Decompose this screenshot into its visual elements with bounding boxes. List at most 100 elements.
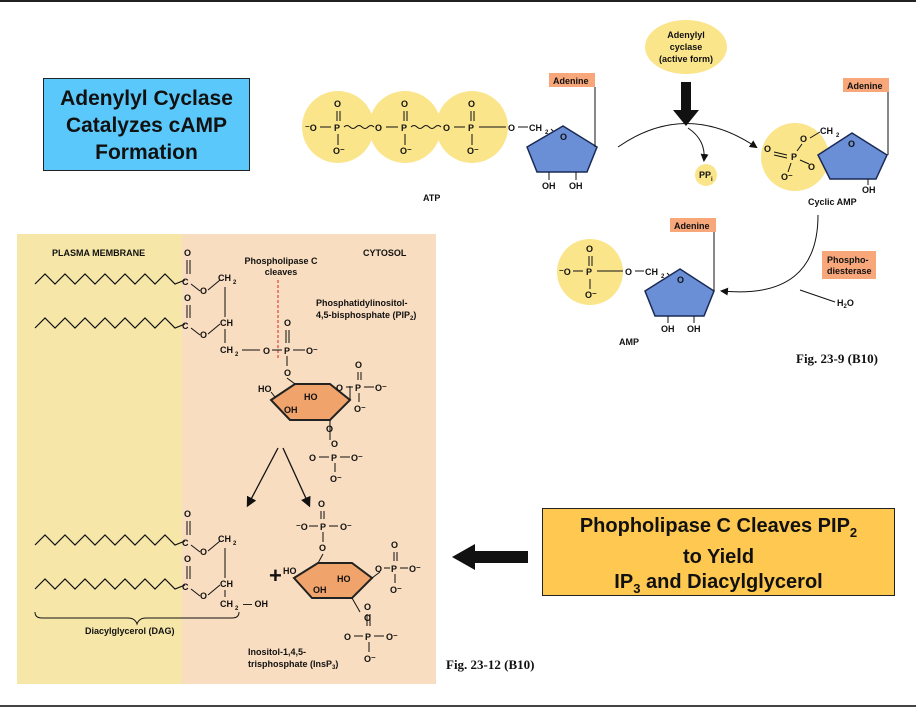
pip2-lipid: O C O CH 2 O C O CH CH 2 O P O⁻ O O <box>34 248 318 378</box>
svg-text:O: O <box>364 613 371 623</box>
svg-text:Adenine: Adenine <box>847 81 883 91</box>
svg-text:O: O <box>318 499 325 509</box>
amp-ribose <box>644 268 715 317</box>
svg-text:C: C <box>182 538 189 548</box>
svg-text:O: O <box>336 383 343 393</box>
svg-text:O: O <box>284 368 291 378</box>
water-label: H2O <box>837 298 854 310</box>
camp-ribose <box>817 132 888 180</box>
svg-text:(active form): (active form) <box>659 54 713 64</box>
svg-text:CH: CH <box>220 579 233 589</box>
svg-text:CH: CH <box>220 345 233 355</box>
svg-text:P: P <box>334 123 340 133</box>
reaction-arrow <box>617 123 758 149</box>
amp-phosphate <box>557 239 623 305</box>
svg-text:2: 2 <box>836 133 840 139</box>
svg-text:O⁻: O⁻ <box>340 522 352 532</box>
svg-text:O: O <box>184 554 191 564</box>
svg-text:O: O <box>443 123 450 133</box>
title-line-2: Catalyzes cAMP <box>65 114 228 137</box>
svg-text:2: 2 <box>545 130 549 136</box>
svg-text:O: O <box>800 134 807 144</box>
cyclic-amp-molecule: P O O⁻ O O CH 2 O OH Adenine Cyclic AMP <box>761 78 889 207</box>
svg-text:P: P <box>401 123 407 133</box>
svg-text:O⁻: O⁻ <box>400 146 412 156</box>
plc-title-line-3: IP3 and Diacylglycerol <box>614 571 823 596</box>
amp-label: AMP <box>619 337 639 347</box>
svg-text:CH: CH <box>218 534 231 544</box>
svg-text:⁻O: ⁻O <box>559 267 571 277</box>
svg-text:Adenine: Adenine <box>553 76 589 86</box>
svg-text:⁻O: ⁻O <box>296 522 308 532</box>
svg-text:HO: HO <box>283 566 297 576</box>
svg-text:CH: CH <box>218 273 231 283</box>
svg-text:O⁻: O⁻ <box>409 564 421 574</box>
plc-panel-membrane <box>17 234 182 684</box>
svg-text:C: C <box>182 321 189 331</box>
atp-molecule: P P P O O O O⁻ O⁻ O⁻ ⁻O O O O CH 2 O <box>302 73 598 203</box>
svg-text:CH: CH <box>529 123 542 133</box>
svg-text:P: P <box>365 632 371 642</box>
ppi-bubble <box>695 164 717 186</box>
phosphodiesterase-label <box>822 251 876 279</box>
svg-text:CH: CH <box>220 318 233 328</box>
svg-text:cyclase: cyclase <box>670 42 703 52</box>
svg-text:O: O <box>401 99 408 109</box>
svg-text:O: O <box>200 286 207 296</box>
cytosol-label: CYTOSOL <box>363 248 407 258</box>
svg-text:Adenine: Adenine <box>674 221 710 231</box>
svg-text:O: O <box>263 346 270 356</box>
pointer-arrow-left <box>452 544 528 570</box>
svg-text:O: O <box>468 99 475 109</box>
dag-label: Diacylglycerol (DAG) <box>85 626 175 636</box>
svg-text:O: O <box>334 99 341 109</box>
arrow-to-dag <box>246 447 279 508</box>
svg-text:O: O <box>355 360 362 370</box>
svg-text:2: 2 <box>233 280 237 286</box>
svg-text:Phospholipase C: Phospholipase C <box>244 256 318 266</box>
insp3-label: trisphosphate (InsP3) <box>248 659 338 671</box>
svg-text:O: O <box>309 453 316 463</box>
svg-text:O: O <box>375 123 382 133</box>
svg-text:O⁻: O⁻ <box>354 404 366 414</box>
svg-text:P: P <box>468 123 474 133</box>
adenylyl-cyclase-enzyme: Adenylyl cyclase (active form) <box>645 20 727 74</box>
atp-phosphate-alpha <box>436 91 508 163</box>
svg-text:O: O <box>508 123 515 133</box>
atp-adenine-label <box>549 73 595 87</box>
top-rule <box>0 0 916 2</box>
svg-text:O⁻: O⁻ <box>351 453 363 463</box>
svg-text:— OH: — OH <box>243 599 268 609</box>
svg-text:OH: OH <box>313 585 327 595</box>
svg-text:2: 2 <box>235 606 239 612</box>
svg-text:⁻O: ⁻O <box>305 123 317 133</box>
svg-text:C: C <box>182 582 189 592</box>
svg-text:P: P <box>284 346 290 356</box>
plasma-membrane-label: PLASMA MEMBRANE <box>52 248 145 258</box>
svg-text:O⁻: O⁻ <box>467 146 479 156</box>
svg-text:O⁻: O⁻ <box>306 346 318 356</box>
arrow-to-insp3 <box>282 447 311 508</box>
figure-ref-plc: Fig. 23-12 (B10) <box>446 657 535 672</box>
camp-phosphate <box>761 123 829 191</box>
svg-text:O: O <box>391 540 398 550</box>
amp-adenine-label <box>670 218 716 232</box>
svg-text:P: P <box>586 267 592 277</box>
svg-text:O: O <box>284 318 291 328</box>
svg-text:2: 2 <box>661 274 665 280</box>
svg-text:O: O <box>808 162 815 172</box>
insp3-molecule: O ⁻O P O⁻ O HO HO OH O P O⁻ O O⁻ O O O P… <box>248 499 421 671</box>
svg-text:HO: HO <box>337 574 351 584</box>
svg-text:HO: HO <box>258 384 272 394</box>
svg-text:2: 2 <box>235 352 239 358</box>
hydrolysis-arrow <box>720 214 819 296</box>
svg-text:OH: OH <box>542 181 556 191</box>
svg-text:O: O <box>200 547 207 557</box>
svg-text:2: 2 <box>233 541 237 547</box>
svg-text:P: P <box>355 383 361 393</box>
svg-text:Inositol-1,4,5-: Inositol-1,4,5- <box>248 647 306 657</box>
svg-text:O: O <box>200 330 207 340</box>
svg-text:4,5-bisphosphate (PIP2): 4,5-bisphosphate (PIP2) <box>316 310 416 322</box>
svg-text:O: O <box>184 293 191 303</box>
svg-text:O: O <box>677 275 684 285</box>
